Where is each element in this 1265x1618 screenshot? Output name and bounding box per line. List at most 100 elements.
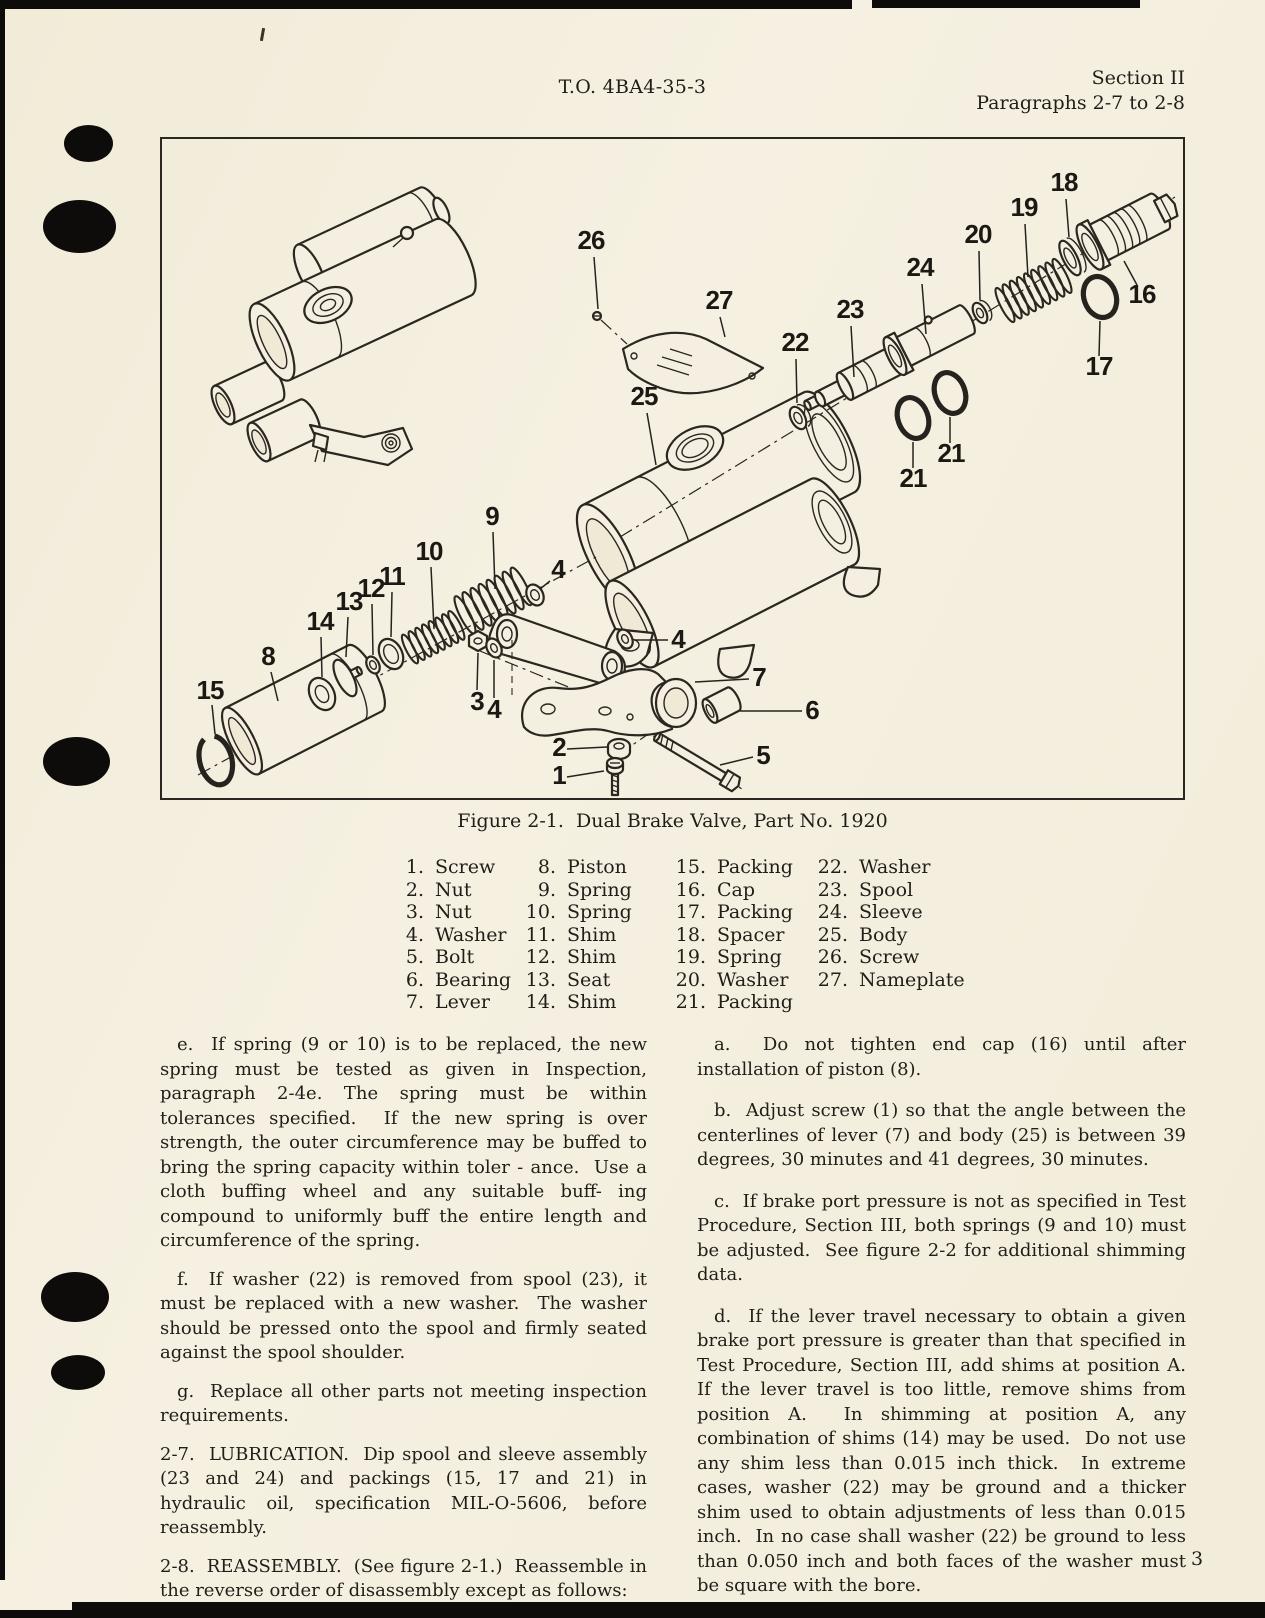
callout-24: 24 — [907, 252, 935, 282]
scan-speck — [259, 27, 266, 42]
part-14-shim — [307, 676, 337, 712]
callout-4: 4 — [487, 694, 502, 724]
paragraph-c: c. If brake port pressure is not as spec… — [697, 1190, 1192, 1286]
paragraph-e: e. If spring (9 or 10) is to be replaced… — [160, 1034, 653, 1251]
scan-edge-bottom-left — [0, 1610, 75, 1618]
callout-7: 7 — [752, 662, 766, 692]
callout-12: 12 — [358, 573, 385, 603]
parts-list-entry: 3.Nut — [405, 901, 472, 923]
parts-list-column-2: 8.Piston 9.Spring 10.Spring 11.Shim 12.S… — [522, 856, 632, 1014]
callout-21: 21 — [938, 438, 965, 468]
callout-10: 10 — [416, 536, 443, 566]
paragraph-range: Paragraphs 2-7 to 2-8 — [976, 92, 1185, 114]
assembled-valve-illustration — [210, 186, 477, 467]
callout-1: 1 — [552, 760, 566, 790]
callout-20: 20 — [965, 219, 992, 249]
callout-19: 19 — [1011, 192, 1038, 222]
punch-hole-3 — [43, 737, 110, 786]
callout-22: 22 — [782, 327, 809, 357]
callout-27: 27 — [706, 285, 733, 315]
text-column-left: e. If spring (9 or 10) is to be replaced… — [160, 1033, 647, 1618]
parts-list-entry: 7.Lever — [405, 991, 490, 1013]
header-right: Section II Paragraphs 2-7 to 2-8 — [976, 66, 1185, 116]
parts-list-column-3: 15.Packing 16.Cap 17.Packing 18.Spacer 1… — [672, 856, 793, 1014]
doc-number: T.O. 4BA4-35-3 — [558, 76, 707, 98]
part-4-washer — [485, 637, 503, 659]
parts-list-entry: 1.Screw — [405, 856, 496, 878]
parts-list-entry: 25.Body — [817, 923, 908, 946]
punch-hole-2 — [43, 200, 116, 253]
part-21-packing — [931, 370, 969, 416]
parts-list-entry: 26.Screw — [817, 946, 920, 968]
parts-list-column-1: 1.Screw 2.Nut 3.Nut 4.Washer 5.Bolt 6.Be… — [398, 856, 511, 1014]
nameplate-axis — [600, 319, 628, 345]
figure-border — [160, 137, 1185, 800]
parts-list-entry: 14.Shim — [525, 991, 617, 1013]
part-15-packing — [196, 733, 236, 788]
parts-list-entry: 4.Washer — [405, 923, 507, 946]
paragraph-d: d. If the lever travel necessary to obta… — [697, 1305, 1198, 1597]
part-19-spring — [994, 255, 1076, 324]
parts-list-entry: 10.Spring — [525, 901, 632, 923]
callout-16: 16 — [1129, 279, 1156, 309]
parts-list-entry: 2.Nut — [405, 878, 472, 901]
part-17-packing — [1080, 273, 1120, 321]
figure-callouts: 26 25 27 22 23 24 20 19 18 16 17 21 21 1… — [197, 167, 1157, 790]
parts-list-entry: 22.Washer — [817, 856, 931, 878]
parts-list-entry: 17.Packing — [675, 901, 793, 923]
callout-26: 26 — [578, 225, 605, 255]
paragraph-b: b. Adjust screw (1) so that the angle be… — [697, 1100, 1192, 1170]
part-1-screw — [605, 756, 625, 797]
part-5-bolt — [653, 731, 742, 793]
section-label: Section II — [1091, 67, 1185, 89]
parts-list-entry: 12.Shim — [525, 946, 617, 968]
paragraph-g: g. Replace all other parts not meeting i… — [160, 1380, 653, 1427]
part-10-spring — [400, 608, 469, 665]
scan-edge-bottom — [72, 1602, 1265, 1618]
part-6-bearing — [701, 686, 742, 724]
part-12-shim — [365, 655, 381, 675]
callout-23: 23 — [837, 294, 864, 324]
part-16-cap — [1075, 192, 1179, 271]
parts-list-entry: 19.Spring — [675, 946, 782, 968]
parts-list-entry: 6.Bearing — [405, 968, 512, 991]
parts-list-entry: 16.Cap — [675, 878, 756, 901]
part-13-seat — [332, 658, 363, 698]
callout-25: 25 — [631, 381, 658, 411]
callout-3: 3 — [470, 686, 484, 716]
callout-11: 11 — [379, 561, 405, 591]
part-26-screw — [591, 310, 603, 322]
callout-8: 8 — [261, 641, 275, 671]
text-column-right: a. Do not tighten end cap (16) until aft… — [697, 1033, 1186, 1616]
parts-list-entry: 24.Sleeve — [817, 901, 923, 923]
paragraph-2-8-reassembly: 2-8. REASSEMBLY. (See figure 2-1.) Reass… — [160, 1555, 653, 1602]
part-7-lever — [521, 668, 698, 737]
parts-list-entry: 5.Bolt — [405, 946, 475, 968]
parts-list-entry: 15.Packing — [675, 856, 793, 878]
part-11-shim — [377, 637, 405, 671]
parts-list-entry: 9.Spring — [537, 878, 632, 901]
callout-2: 2 — [552, 732, 566, 762]
callout-9: 9 — [485, 501, 499, 531]
scan-edge-left — [0, 0, 5, 1580]
callout-5: 5 — [756, 740, 770, 770]
punch-hole-4 — [41, 1272, 109, 1322]
callout-15: 15 — [197, 675, 224, 705]
part-2-nut — [606, 737, 632, 761]
parts-list-entry: 18.Spacer — [675, 923, 785, 946]
paragraph-a: a. Do not tighten end cap (16) until aft… — [697, 1034, 1192, 1080]
paragraph-f: f. If washer (22) is removed from spool … — [160, 1268, 653, 1364]
figure-2-1-diagram: 26 25 27 22 23 24 20 19 18 16 17 21 21 1… — [196, 167, 1179, 797]
scan-edge-top-right — [872, 0, 1140, 8]
nut-axis-line — [479, 650, 589, 696]
part-4-washer — [525, 583, 545, 607]
scan-edge-top-left — [0, 0, 852, 9]
parts-list-entry: 27.Nameplate — [817, 968, 965, 991]
callout-14: 14 — [307, 606, 335, 636]
callout-13: 13 — [336, 586, 363, 616]
part-25-body — [575, 390, 882, 679]
parts-list-entry: 21.Packing — [675, 991, 793, 1013]
punch-hole-5 — [51, 1355, 105, 1390]
callout-18: 18 — [1051, 167, 1078, 197]
